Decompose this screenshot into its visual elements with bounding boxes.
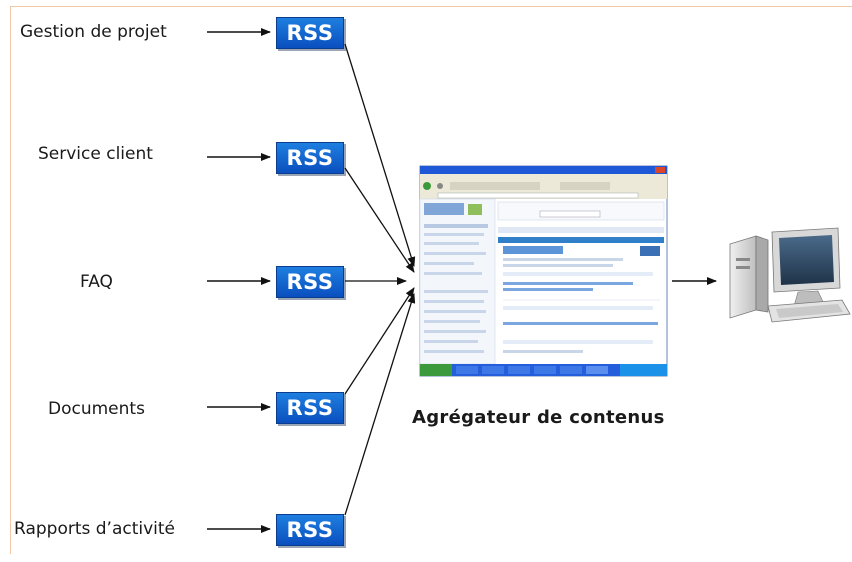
rss-badge-rapports-activite: RSS [276,514,344,546]
rss-badge-service-client: RSS [276,142,344,174]
aggregation-arrows [344,43,416,516]
arrow-rss2-to-aggregator [344,167,415,273]
source-label-documents: Documents [48,399,145,419]
desktop-computer-icon [729,227,851,323]
rss-badge-gestion-projet: RSS [276,17,344,49]
label-arrows [207,28,271,533]
rss-badge-faq: RSS [276,266,344,298]
source-label-rapports-activite: Rapports d’activité [14,519,176,539]
frame-left-border [10,6,11,554]
arrow-rss4-to-aggregator [344,287,415,395]
rss-badge-documents: RSS [276,392,344,424]
arrow-rss1-to-aggregator [344,43,416,267]
frame-top-border [10,6,852,7]
aggregator-screenshot [419,165,668,377]
arrow-rss5-to-aggregator [344,293,416,516]
aggregator-caption: Agrégateur de contenus [412,407,665,428]
source-label-faq: FAQ [80,272,113,292]
source-label-gestion-projet: Gestion de projet [20,22,167,42]
source-label-service-client: Service client [38,144,153,164]
